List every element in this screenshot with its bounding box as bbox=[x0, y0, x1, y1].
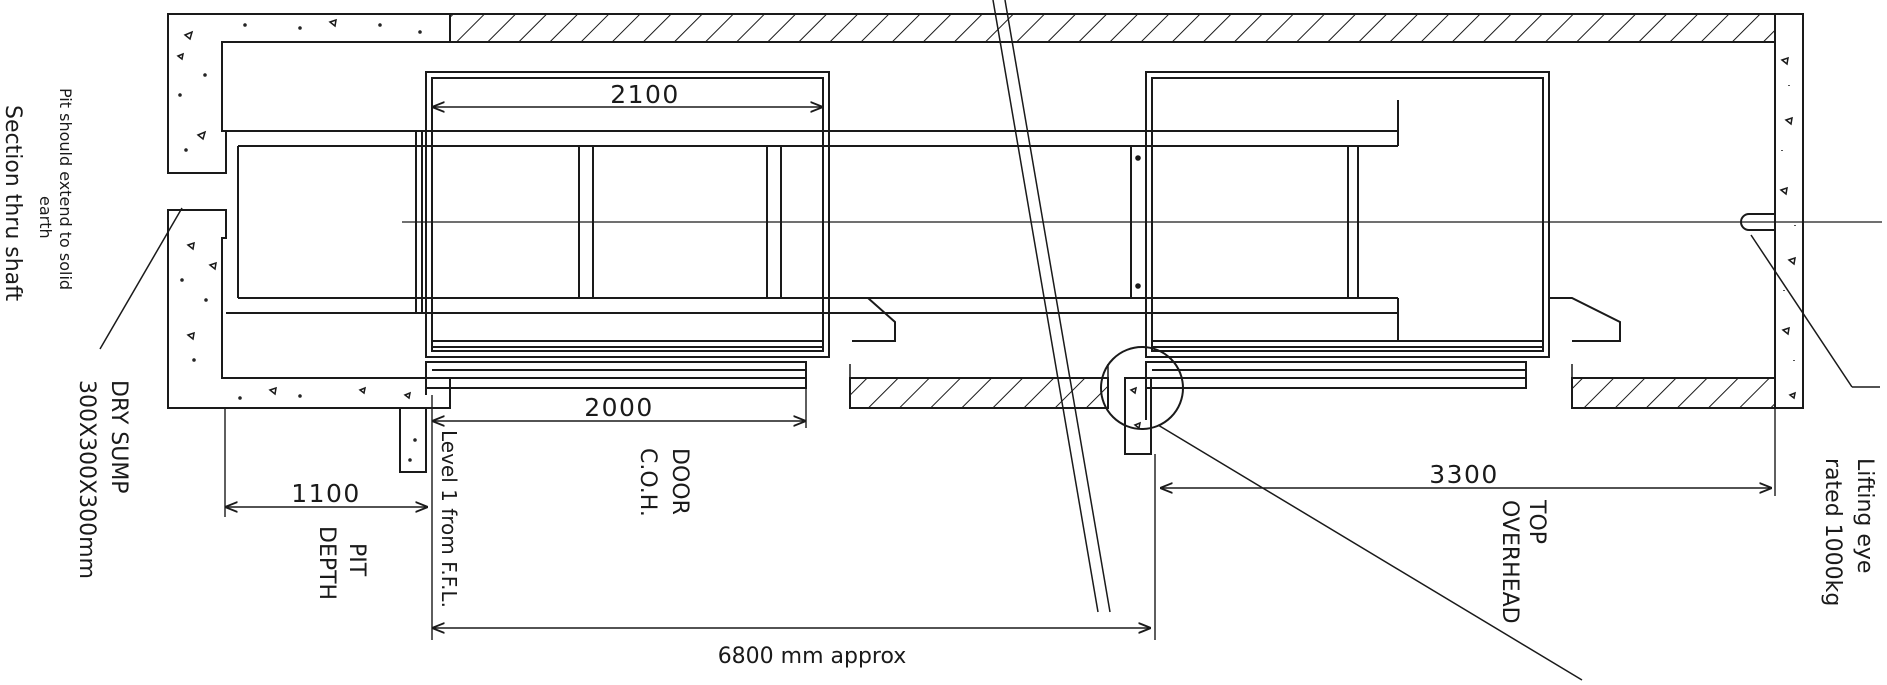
lower-floor-slab-edge bbox=[1124, 377, 1152, 455]
lifting-eye-icon bbox=[1740, 213, 1775, 231]
concrete-speckle bbox=[176, 18, 422, 462]
level-note: Level 1 from F.F.L. bbox=[437, 430, 461, 608]
shaft-top-wall bbox=[449, 13, 1776, 43]
dry-sump-line-2: 300X300X300mm bbox=[74, 380, 99, 579]
door-coh-line-2: C.O.H. bbox=[635, 448, 660, 517]
lift-car-bottom-position bbox=[425, 71, 896, 358]
guide-rail-frame bbox=[226, 100, 1399, 341]
pit-depth-line-1: PIT bbox=[344, 543, 369, 577]
pit-note-line-2: earth bbox=[36, 196, 55, 239]
door-sill-upper bbox=[1145, 361, 1527, 420]
detail-leader bbox=[1157, 424, 1583, 681]
pit-depth-value: 1100 bbox=[291, 479, 361, 508]
total-height-label: 6800 mm approx bbox=[718, 644, 907, 669]
pit-note-line-1: Pit should extend to solid bbox=[56, 88, 75, 290]
door-sill-lower bbox=[425, 361, 807, 395]
lift-car-top-position bbox=[1130, 71, 1621, 358]
dimension-labels: 2100 2000 1100 3300 6800 mm approx bbox=[291, 80, 1499, 669]
dimension-lines bbox=[224, 107, 1776, 640]
headroom-concrete bbox=[1774, 13, 1804, 409]
door-coh-line-1: DOOR bbox=[667, 448, 692, 515]
top-overhead-value: 3300 bbox=[1429, 460, 1499, 489]
break-line bbox=[992, 0, 1099, 613]
lifting-eye-line-2: rated 1000kg bbox=[1820, 458, 1845, 606]
top-overhead-line-2: OVERHEAD bbox=[1497, 500, 1522, 624]
section-title: Section thru shaft bbox=[0, 105, 25, 302]
pit-concrete bbox=[167, 13, 451, 473]
break-line bbox=[1004, 0, 1111, 613]
car-width-label: 2100 bbox=[610, 80, 680, 109]
lower-floor-wall bbox=[849, 377, 1109, 409]
door-width-label: 2000 bbox=[584, 393, 654, 422]
dry-sump-line-1: DRY SUMP bbox=[106, 380, 131, 494]
rotated-labels: Section thru shaft Pit should extend to … bbox=[0, 88, 1877, 624]
lifting-eye-line-1: Lifting eye bbox=[1852, 458, 1877, 573]
upper-floor-wall bbox=[1571, 377, 1776, 409]
dry-sump-leader bbox=[99, 207, 183, 350]
pit-depth-line-2: DEPTH bbox=[314, 526, 339, 600]
lifting-eye-leader bbox=[1750, 234, 1853, 388]
detail-circle bbox=[1100, 346, 1184, 430]
top-overhead-line-1: TOP bbox=[1524, 499, 1549, 544]
